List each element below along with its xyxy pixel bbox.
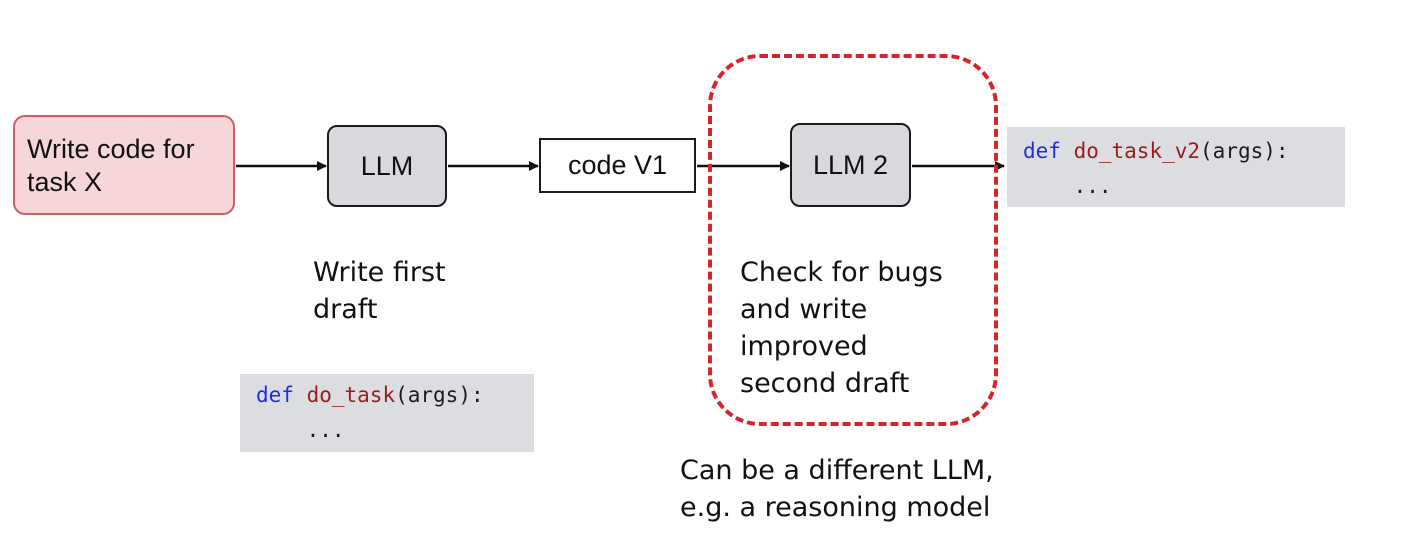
code-v1-keyword: def (256, 383, 294, 407)
code-v1-args: (args): (395, 383, 484, 407)
first-draft-caption-line-2: draft (313, 294, 378, 325)
task-input-line-2: task X (27, 167, 103, 197)
task-input-node: Write code for task X (13, 115, 235, 215)
different-llm-note-line-2: e.g. a reasoning model (680, 492, 991, 523)
task-input-line-1: Write code for (27, 134, 195, 164)
second-draft-caption-line-3: improved (740, 331, 868, 362)
llm2-node: LLM 2 (790, 123, 911, 207)
code-v2-args: (args): (1200, 139, 1289, 163)
code-v2-function-name: do_task_v2 (1073, 139, 1201, 163)
code-v1-label: code V1 (567, 150, 668, 180)
first-draft-caption-line-1: Write first (313, 257, 446, 288)
code-v1-node: code V1 (539, 138, 696, 193)
code-v1-function-name: do_task (306, 383, 396, 407)
code-v2-body: ... (1073, 174, 1112, 198)
code-v1-snippet: def do_task(args): ... (240, 374, 534, 452)
llm-node-label: LLM (360, 150, 414, 181)
code-v2-snippet: def do_task_v2(args): ... (1007, 127, 1345, 207)
first-draft-caption: Write first draft (313, 254, 513, 328)
different-llm-note-line-1: Can be a different LLM, (680, 455, 994, 486)
code-v2-keyword: def (1023, 139, 1061, 163)
llm-node: LLM (327, 125, 447, 207)
llm2-node-label: LLM 2 (812, 149, 889, 180)
code-v1-body: ... (306, 418, 345, 442)
reflection-step-highlight (708, 54, 998, 426)
second-draft-caption-line-1: Check for bugs (740, 257, 943, 288)
second-draft-caption: Check for bugs and write improved second… (740, 254, 990, 402)
second-draft-caption-line-4: second draft (740, 368, 910, 399)
second-draft-caption-line-2: and write (740, 294, 868, 325)
different-llm-note: Can be a different LLM, e.g. a reasoning… (680, 452, 1100, 526)
